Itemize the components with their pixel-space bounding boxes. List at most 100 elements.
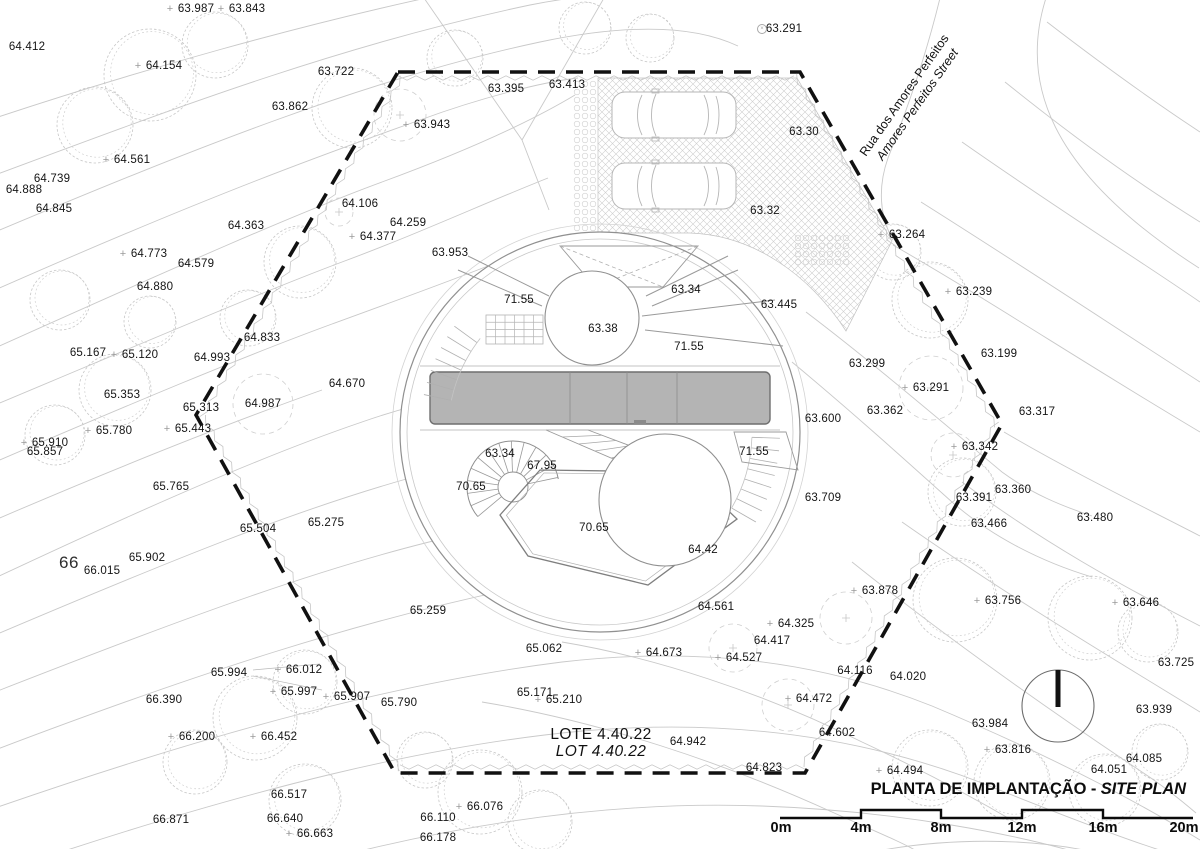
spot-elevation: 63.38 <box>588 323 618 335</box>
spot-elevation: 63.984 <box>971 718 1009 730</box>
survey-cross-icon: + <box>163 423 171 435</box>
proposed-tree-circles <box>232 88 976 732</box>
scale-bar-label: 0m <box>770 820 792 836</box>
spot-elevation: 63.34 <box>485 448 515 460</box>
spot-elevation: 63.987 <box>177 3 215 15</box>
central-core <box>544 270 640 366</box>
survey-cross-icon: + <box>134 60 142 72</box>
survey-cross-icon: + <box>217 3 225 15</box>
spot-elevation: 65.857 <box>26 446 64 458</box>
spot-elevation: 64.325 <box>777 618 815 630</box>
spot-elevation: 66.012 <box>285 664 323 676</box>
spot-elevation: 66.517 <box>270 789 308 801</box>
car-icon <box>611 159 737 213</box>
survey-cross-icon: + <box>901 382 909 394</box>
spot-elevation: 63.480 <box>1076 512 1114 524</box>
spot-elevation: 63.709 <box>804 492 842 504</box>
spot-elevation: 71.55 <box>504 294 534 306</box>
spot-elevation: 65.259 <box>409 605 447 617</box>
survey-cross-icon: + <box>1111 597 1119 609</box>
spot-elevation: 63.264 <box>888 229 926 241</box>
spot-elevation: 65.765 <box>152 481 190 493</box>
spot-elevation: 65.353 <box>103 389 141 401</box>
spot-elevation: 63.722 <box>317 66 355 78</box>
lot-label-en: LOT 4.40.22 <box>555 743 647 761</box>
spot-elevation: 71.55 <box>674 341 704 353</box>
building-footprint <box>391 223 809 641</box>
survey-cross-icon: + <box>166 3 174 15</box>
survey-cross-icon: + <box>950 441 958 453</box>
spot-elevation: 66.015 <box>83 565 121 577</box>
spot-elevation: 65.907 <box>333 691 371 703</box>
spot-elevation: 64.993 <box>193 352 231 364</box>
spot-elevation: 63.299 <box>848 358 886 370</box>
edge-zigzag <box>199 73 999 772</box>
spot-elevation: 64.42 <box>688 544 718 556</box>
drawing-title-sep: - <box>1086 780 1101 798</box>
spot-elevation: 64.412 <box>8 41 46 53</box>
slab-mark <box>634 420 646 424</box>
spot-elevation: 64.527 <box>725 652 763 664</box>
survey-cross-icon: + <box>285 828 293 840</box>
spot-elevation: 63.413 <box>548 79 586 91</box>
circled-point-icon: × <box>757 24 767 34</box>
spot-elevation: 70.65 <box>456 481 486 493</box>
round-courtyard <box>598 433 732 567</box>
survey-cross-icon: + <box>402 119 410 131</box>
spot-elevation: 65.443 <box>174 423 212 435</box>
survey-cross-icon: + <box>973 595 981 607</box>
street-edge-lines <box>424 0 1200 269</box>
survey-cross-icon: + <box>983 744 991 756</box>
spot-elevation: 65.167 <box>69 347 107 359</box>
spot-elevation: 65.275 <box>307 517 345 529</box>
spot-elevation: 63.395 <box>487 83 525 95</box>
roof-grid <box>485 314 544 345</box>
tree-canopies <box>24 1 1189 849</box>
spiral-stair <box>466 440 559 517</box>
survey-cross-icon: + <box>20 437 28 449</box>
spot-elevation: 65.504 <box>239 523 277 535</box>
spot-elevation: 65.994 <box>210 667 248 679</box>
leader-lines <box>252 663 323 691</box>
spot-elevation: 64.020 <box>889 671 927 683</box>
spot-elevation: 66 <box>58 553 80 572</box>
spot-elevation: 64.154 <box>145 60 183 72</box>
drawing-title: PLANTA DE IMPLANTAÇÃO - SITE PLAN <box>871 780 1187 799</box>
spot-elevation: 64.561 <box>697 601 735 613</box>
spot-elevation: 63.843 <box>228 3 266 15</box>
spot-elevation: 65.120 <box>121 349 159 361</box>
spot-elevation: 70.65 <box>579 522 609 534</box>
spot-elevation: 63.239 <box>955 286 993 298</box>
spot-elevation: 65.210 <box>545 694 583 706</box>
drawing-title-en: SITE PLAN <box>1100 780 1186 798</box>
spot-elevation: 63.466 <box>970 518 1008 530</box>
spot-elevation: 64.823 <box>745 762 783 774</box>
spot-elevation: 63.317 <box>1018 406 1056 418</box>
spot-elevation: 63.291 <box>912 382 950 394</box>
spot-elevation: 63.360 <box>994 484 1032 496</box>
spot-elevation: 66.452 <box>260 731 298 743</box>
spot-elevation: 63.362 <box>866 405 904 417</box>
spot-elevation: 65.062 <box>525 643 563 655</box>
survey-cross-icon: + <box>322 691 330 703</box>
spot-elevation: 63.816 <box>994 744 1032 756</box>
survey-cross-icon: + <box>102 154 110 166</box>
survey-cross-icon: + <box>850 585 858 597</box>
spot-elevation: 64.116 <box>837 665 873 677</box>
spot-elevation: 64.051 <box>1090 764 1128 776</box>
spot-elevation: 65.313 <box>182 402 220 414</box>
spot-elevation: 65.997 <box>280 686 318 698</box>
survey-cross-icon: + <box>119 248 127 260</box>
scale-bar-label: 20m <box>1169 820 1199 836</box>
spot-elevation: 63.445 <box>760 299 798 311</box>
spot-elevation: 63.878 <box>861 585 899 597</box>
spot-elevation: 66.871 <box>152 814 190 826</box>
survey-cross-icon: + <box>455 801 463 813</box>
survey-cross-icon: + <box>766 618 774 630</box>
north-arrow-icon <box>1021 669 1095 743</box>
spot-elevation: 64.845 <box>35 203 73 215</box>
survey-cross-icon: + <box>110 349 118 361</box>
car-icon <box>611 88 737 142</box>
